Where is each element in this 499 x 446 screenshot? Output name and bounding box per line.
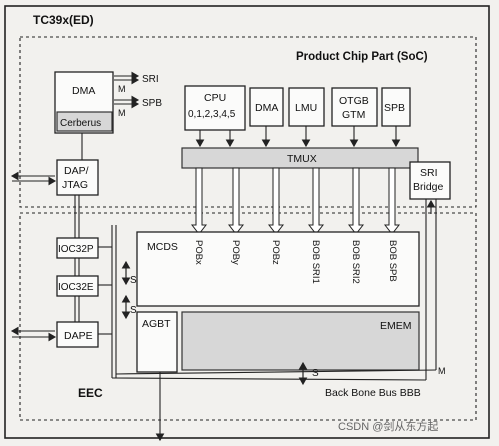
lmu-label: LMU — [295, 102, 317, 114]
tmux-block — [181, 147, 419, 169]
bbb-line-2 — [115, 369, 437, 375]
tmux-label: TMUX — [287, 153, 317, 165]
chip-frame — [4, 5, 490, 439]
sri-bridge-label-1: SRI — [420, 167, 438, 179]
lmu-block — [288, 87, 325, 127]
mcds-input-label: BOB SRI2 — [350, 240, 361, 284]
dape-block — [56, 321, 99, 348]
sri-bridge-block — [409, 161, 451, 200]
otgb-label: OTGB — [339, 95, 369, 107]
mcds-label: MCDS — [147, 241, 178, 253]
mcds-input-label: POBx — [193, 240, 204, 265]
m-label-3: M — [438, 366, 446, 376]
ioc32p-block — [56, 237, 99, 259]
dap-jtag-block — [56, 159, 99, 196]
cerberus-label: Cerberus — [60, 118, 101, 129]
m-label-1: M — [118, 84, 126, 94]
s-label-2: S — [130, 305, 137, 316]
cerberus-block — [56, 111, 113, 132]
cpu-label-2: 0,1,2,3,4,5 — [188, 109, 236, 120]
ioc32p-label: IOC32P — [58, 244, 94, 255]
ioc32e-block — [56, 275, 99, 297]
dap-jtag-label-2: JTAG — [62, 179, 88, 191]
bbb-line-1 — [111, 377, 427, 381]
mcds-block — [136, 231, 420, 307]
mcds-input-labels: POBx POBy POBz BOB SRI1 BOB SRI2 BOB SPB — [193, 240, 398, 284]
m-label-2: M — [118, 108, 126, 118]
emem-label: EMEM — [380, 320, 412, 332]
mcds-input-label: BOB SPB — [387, 240, 398, 282]
emem-block — [181, 311, 420, 371]
tmux-to-mcds-arrows — [190, 167, 401, 235]
top-to-tmux-arrows — [195, 126, 401, 148]
gtm-label: GTM — [342, 109, 365, 121]
ioc32e-label: IOC32E — [58, 282, 94, 293]
chip-title: TC39x(ED) — [33, 13, 94, 27]
dma-top-label: DMA — [255, 102, 278, 114]
sri-label: SRI — [142, 74, 159, 85]
dap-jtag-label-1: DAP/ — [64, 165, 89, 177]
s-label-3: S — [312, 368, 319, 379]
sri-bridge-label-2: Bridge — [413, 181, 444, 193]
watermark: CSDN @剑从东方起 — [338, 419, 438, 433]
s-label-1: S — [130, 275, 137, 286]
dma-top-block — [249, 87, 284, 127]
cpu-label-1: CPU — [204, 92, 226, 104]
spb-block-label: SPB — [384, 102, 405, 114]
cpu-block — [184, 85, 246, 131]
spb-block — [381, 87, 411, 127]
mcds-input-label: POBy — [230, 240, 241, 265]
agbt-label: AGBT — [142, 318, 171, 330]
dma-left-label: DMA — [72, 85, 95, 97]
dape-label: DAPE — [64, 330, 93, 342]
mcds-input-label: POBz — [270, 240, 281, 265]
eec-label: EEC — [78, 386, 103, 400]
agbt-block — [136, 311, 178, 373]
soc-label: Product Chip Part (SoC) — [296, 51, 428, 63]
spb-label: SPB — [142, 98, 162, 109]
eec-region — [19, 212, 477, 421]
mcds-input-label: BOB SRI1 — [310, 240, 321, 284]
bbb-label: Back Bone Bus BBB — [325, 387, 421, 399]
soc-region — [19, 36, 477, 208]
